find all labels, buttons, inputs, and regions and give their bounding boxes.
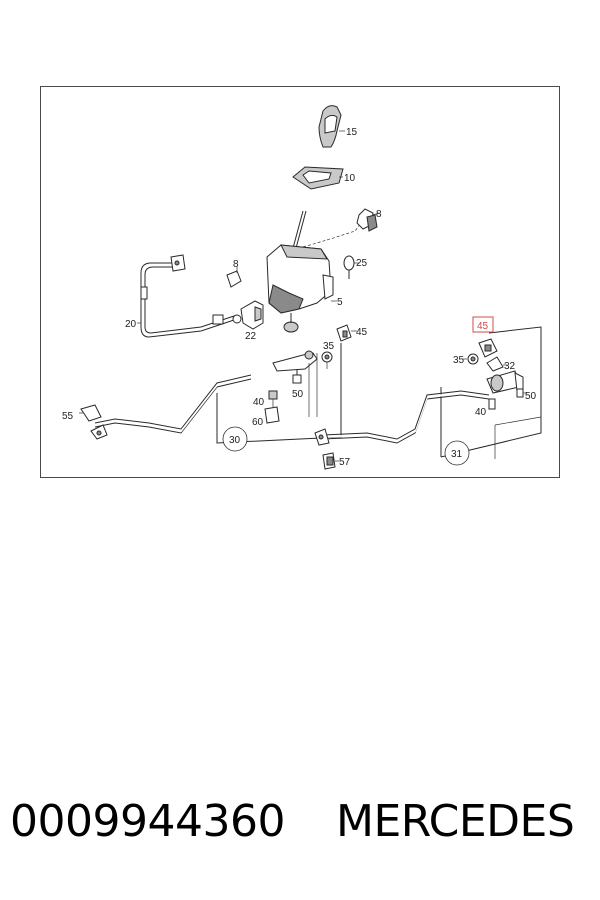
callout-22: 22 <box>245 331 257 342</box>
part-lever-32 <box>486 356 507 372</box>
part-wiring-clip <box>356 208 380 232</box>
callout-32: 32 <box>504 361 516 372</box>
callout-10: 10 <box>344 173 356 184</box>
callout-30: 30 <box>229 435 241 446</box>
callout-55: 55 <box>62 411 74 422</box>
part-washer-right <box>463 353 479 365</box>
callout-30-circle: 30 <box>222 426 248 452</box>
callout-15: 15 <box>346 127 358 138</box>
callout-35-right: 35 <box>453 355 465 366</box>
part-number: 0009944360 <box>10 796 285 847</box>
callout-60: 60 <box>252 417 264 428</box>
callout-31: 31 <box>451 449 463 460</box>
part-clip-left <box>336 324 357 342</box>
part-bushing-top <box>321 351 333 369</box>
callout-8-left: 8 <box>233 259 239 270</box>
callout-45-right-label: 45 <box>477 321 489 332</box>
part-selector-cable <box>137 254 242 338</box>
part-bracket <box>240 300 264 330</box>
callout-40-left: 40 <box>253 397 265 408</box>
callout-57: 57 <box>339 457 351 468</box>
product-caption: 0009944360 MERCEDES <box>0 796 600 866</box>
parts-diagram: 15 10 8 8 25 20 22 5 35 45 45 35 32 40 5… <box>40 86 560 478</box>
callout-25: 25 <box>356 258 368 269</box>
callout-31-circle: 31 <box>444 440 470 466</box>
callout-8-top: 8 <box>376 209 382 220</box>
callout-35-top: 35 <box>323 341 335 352</box>
part-connector-right <box>486 370 527 410</box>
part-shift-knob <box>318 105 345 148</box>
callout-40-right: 40 <box>475 407 487 418</box>
callout-5: 5 <box>337 297 343 308</box>
part-shift-housing <box>266 244 337 333</box>
part-sensor <box>343 255 359 279</box>
exploded-view-drawing: 15 10 8 8 25 20 22 5 35 45 45 35 32 40 5… <box>62 105 542 470</box>
part-cable-clip <box>226 267 242 288</box>
part-linkage-rod-right <box>314 390 490 470</box>
callout-45-left: 45 <box>356 327 368 338</box>
part-gate-cover <box>292 166 344 190</box>
group-31-frame <box>440 326 542 459</box>
part-rod-group-30 <box>264 350 318 424</box>
callout-45-highlighted[interactable]: 45 <box>472 316 494 333</box>
brand-name: MERCEDES <box>336 796 575 847</box>
part-clip-right <box>478 338 498 358</box>
callout-50-left: 50 <box>292 389 304 400</box>
callout-50-right: 50 <box>525 391 537 402</box>
callout-20: 20 <box>125 319 137 330</box>
part-linkage-rod-left <box>79 374 252 440</box>
